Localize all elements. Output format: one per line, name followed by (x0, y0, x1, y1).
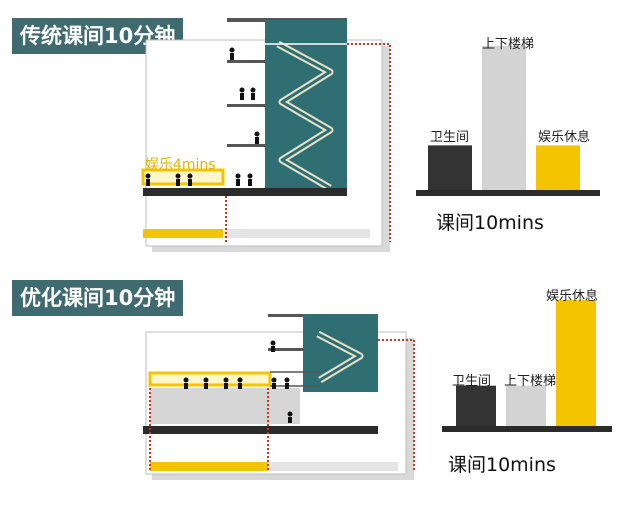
bottom-label-rest: 娱乐休息 (546, 289, 599, 304)
top-people (145, 47, 260, 186)
top-lower-grey-strip (224, 229, 370, 238)
chart-baseline (442, 426, 612, 432)
top-label-rest: 娱乐休息 (538, 130, 591, 145)
bar-stairs (482, 46, 526, 190)
bottom-building (143, 314, 415, 480)
bottom-grey-block (150, 388, 300, 424)
bar-rest (556, 300, 596, 426)
top-building (141, 18, 391, 252)
optimized-break-banner: 优化课间10分钟 (12, 280, 184, 316)
top-ground-slab (143, 188, 347, 196)
bottom-lower-yellow-strip (150, 462, 268, 471)
bar-stairs (506, 385, 546, 426)
top-bar-chart (416, 46, 600, 196)
top-label-stairs: 上下楼梯 (482, 37, 535, 52)
bottom-lower-grey-strip (268, 462, 398, 471)
bottom-stairwell (303, 314, 378, 392)
bottom-caption: 课间10mins (448, 454, 556, 476)
bottom-bar-chart (442, 300, 612, 432)
bar-rest (536, 145, 580, 190)
bottom-label-toilet: 卫生间 (452, 374, 492, 389)
bottom-red-dotted (149, 339, 415, 472)
bottom-label-stairs: 上下楼梯 (504, 374, 557, 389)
bottom-people (183, 340, 293, 423)
top-stairwell (265, 20, 347, 194)
top-lower-yellow-strip (143, 229, 223, 238)
top-label-toilet: 卫生间 (430, 130, 470, 145)
traditional-break-banner: 传统课间10分钟 (12, 18, 184, 54)
bar-toilet (428, 145, 472, 190)
bar-toilet (456, 385, 496, 426)
top-caption: 课间10mins (436, 212, 544, 234)
chart-baseline (416, 190, 600, 196)
bottom-ground-slab (143, 426, 378, 434)
top-play-corridor (141, 168, 225, 186)
bottom-play-corridor (148, 371, 272, 387)
top-entertainment-label: 娱乐4mins (145, 157, 216, 173)
